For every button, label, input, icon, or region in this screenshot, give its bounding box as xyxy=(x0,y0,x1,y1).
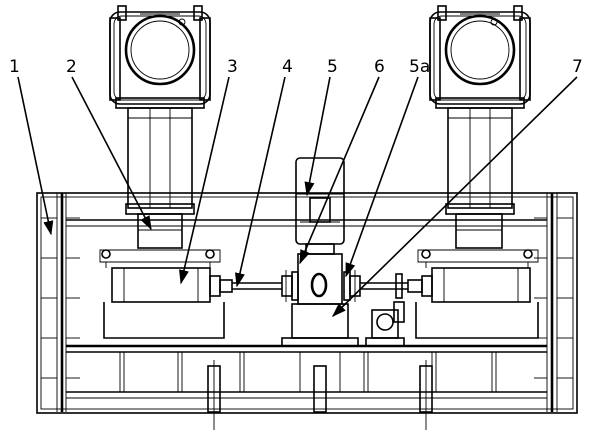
label-part-5a: 5a xyxy=(409,57,430,77)
label-part-4: 4 xyxy=(282,57,293,77)
leader-4 xyxy=(234,76,286,288)
leader-7 xyxy=(331,76,578,318)
center-gearbox xyxy=(281,157,359,347)
label-part-2: 2 xyxy=(66,57,77,77)
leader-6 xyxy=(299,76,380,265)
label-part-5: 5 xyxy=(327,57,338,77)
right-cylinder xyxy=(407,249,539,339)
leader-5a xyxy=(345,76,419,278)
leader-3 xyxy=(179,76,230,285)
label-part-6: 6 xyxy=(374,57,385,77)
left-column xyxy=(109,5,211,249)
small-gear-unit xyxy=(365,301,405,347)
leader-1 xyxy=(17,76,54,236)
drive-shafts xyxy=(232,282,408,290)
label-part-3: 3 xyxy=(227,57,238,77)
leader-5 xyxy=(304,76,331,197)
base-frame xyxy=(36,192,578,430)
label-part-1: 1 xyxy=(9,57,20,77)
left-cylinder xyxy=(99,249,233,339)
part-labels: 1 2 3 4 5 6 5a 7 xyxy=(9,57,583,77)
leader-lines xyxy=(17,76,578,318)
label-part-7: 7 xyxy=(572,57,583,77)
leader-2 xyxy=(71,76,152,231)
right-column xyxy=(429,5,531,249)
